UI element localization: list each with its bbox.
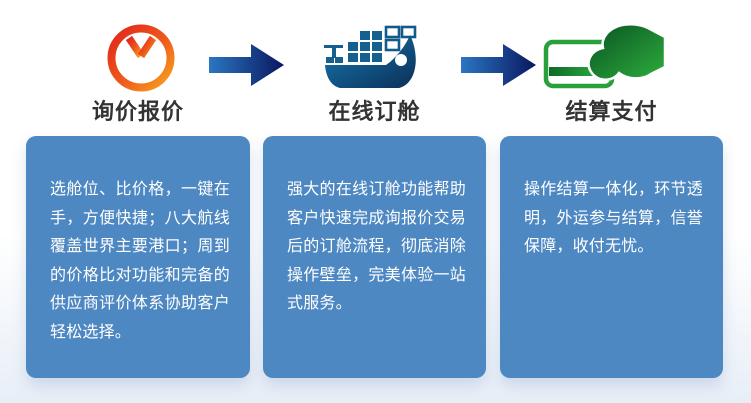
info-card-settlement: 操作结算一体化，环节透明，外运参与结算，信誉保障，收付无忧。 bbox=[500, 136, 723, 378]
step-label-booking: 在线订舱 bbox=[328, 99, 421, 124]
info-card-text: 强大的在线订舱功能帮助客户快速完成询报价交易后的订舱流程，彻底消除操作壁垒，完美… bbox=[287, 181, 466, 312]
right-arrow-icon bbox=[209, 44, 285, 86]
info-card-text: 操作结算一体化，环节透明，外运参与结算，信誉保障，收付无忧。 bbox=[524, 181, 703, 255]
info-card-inquiry: 选舱位、比价格，一键在手，方便快捷；八大航线覆盖世界主要港口；周到的价格比对功能… bbox=[26, 136, 250, 378]
container-ship-icon bbox=[322, 16, 427, 98]
card-payment-icon bbox=[543, 22, 667, 96]
info-card-booking: 强大的在线订舱功能帮助客户快速完成询报价交易后的订舱流程，彻底消除操作壁垒，完美… bbox=[263, 136, 486, 378]
yuan-coin-icon bbox=[107, 24, 175, 92]
step-label-settlement: 结算支付 bbox=[565, 99, 658, 124]
info-card-text: 选舱位、比价格，一键在手，方便快捷；八大航线覆盖世界主要港口；周到的价格比对功能… bbox=[50, 181, 230, 341]
right-arrow-icon bbox=[461, 44, 537, 86]
step-label-inquiry: 询价报价 bbox=[91, 99, 184, 124]
